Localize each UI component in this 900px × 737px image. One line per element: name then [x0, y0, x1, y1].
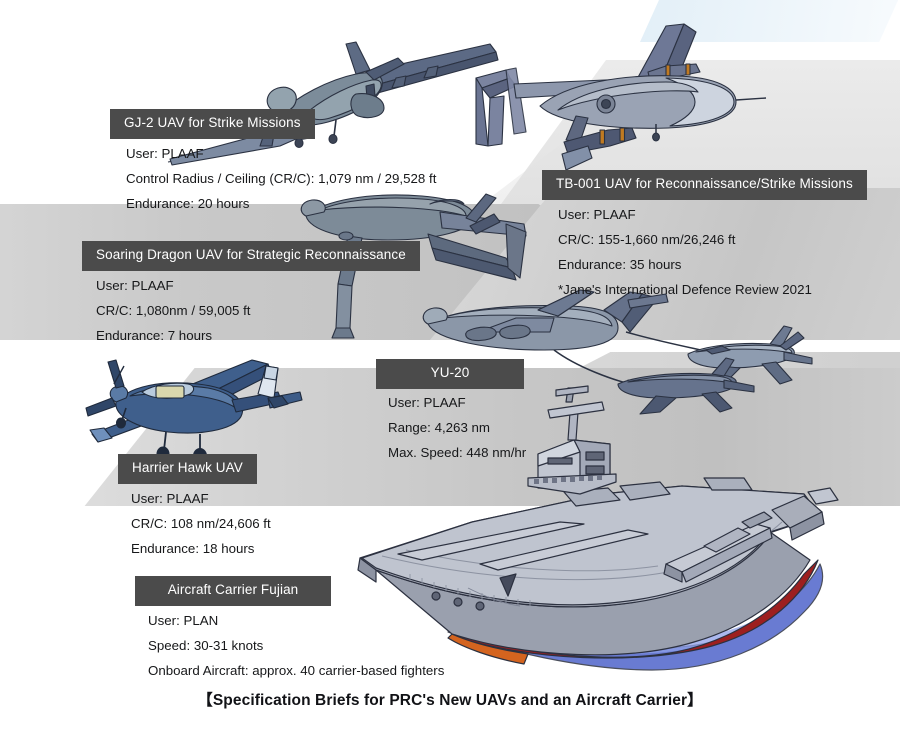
soaring-dragon-uav-illustration	[280, 188, 570, 339]
spec-line-soaringdragon-user: User: PLAAF	[96, 278, 174, 293]
label-chip-fujian[interactable]: Aircraft Carrier Fujian	[135, 576, 331, 606]
aircraft-carrier-fujian-illustration	[352, 382, 892, 682]
spec-line-tb001-source: *Jane's International Defence Review 202…	[558, 282, 812, 297]
label-chip-soaring-dragon[interactable]: Soaring Dragon UAV for Strategic Reconna…	[82, 241, 420, 271]
gj2-uav-illustration	[160, 22, 510, 166]
spec-block-soaring-dragon: User: PLAAF CR/C: 1,080nm / 59,005 ft En…	[96, 276, 250, 351]
spec-line-gj2-crc: Control Radius / Ceiling (CR/C): 1,079 n…	[126, 171, 437, 186]
spec-block-tb001: User: PLAAF CR/C: 155-1,660 nm/26,246 ft…	[558, 205, 812, 305]
label-chip-yu20[interactable]: YU-20	[376, 359, 524, 389]
spec-line-gj2-endurance: Endurance: 20 hours	[126, 196, 250, 211]
spec-line-gj2-user: User: PLAAF	[126, 146, 204, 161]
spec-line-yu20-range: Range: 4,263 nm	[388, 420, 491, 435]
spec-line-yu20-user: User: PLAAF	[388, 395, 466, 410]
yu20-tanker-illustration	[418, 288, 818, 420]
spec-line-harrierhawk-endurance: Endurance: 18 hours	[131, 541, 255, 556]
spec-line-soaringdragon-endurance: Endurance: 7 hours	[96, 328, 213, 343]
label-chip-harrier-hawk[interactable]: Harrier Hawk UAV	[118, 454, 257, 484]
spec-block-yu20: User: PLAAF Range: 4,263 nm Max. Speed: …	[388, 393, 526, 468]
spec-line-tb001-endurance: Endurance: 35 hours	[558, 257, 682, 272]
spec-line-harrierhawk-crc: CR/C: 108 nm/24,606 ft	[131, 516, 271, 531]
label-chip-gj2[interactable]: GJ-2 UAV for Strike Missions	[110, 109, 315, 139]
spec-line-fujian-user: User: PLAN	[148, 613, 219, 628]
page-caption: 【Specification Briefs for PRC's New UAVs…	[197, 692, 703, 709]
label-chip-tb001[interactable]: TB-001 UAV for Reconnaissance/Strike Mis…	[542, 170, 867, 200]
spec-block-harrier-hawk: User: PLAAF CR/C: 108 nm/24,606 ft Endur…	[131, 489, 271, 564]
spec-block-gj2: User: PLAAF Control Radius / Ceiling (CR…	[126, 144, 436, 219]
spec-block-fujian: User: PLAN Speed: 30-31 knots Onboard Ai…	[148, 611, 444, 686]
harrier-hawk-uav-illustration	[82, 358, 303, 478]
tb001-uav-illustration	[470, 18, 770, 183]
spec-line-tb001-user: User: PLAAF	[558, 207, 636, 222]
spec-line-soaringdragon-crc: CR/C: 1,080nm / 59,005 ft	[96, 303, 251, 318]
spec-line-tb001-crc: CR/C: 155-1,660 nm/26,246 ft	[558, 232, 736, 247]
spec-line-harrierhawk-user: User: PLAAF	[131, 491, 209, 506]
spec-line-fujian-speed: Speed: 30-31 knots	[148, 638, 264, 653]
spec-line-fujian-aircraft: Onboard Aircraft: approx. 40 carrier-bas…	[148, 663, 445, 678]
spec-line-yu20-speed: Max. Speed: 448 nm/hr	[388, 445, 527, 460]
